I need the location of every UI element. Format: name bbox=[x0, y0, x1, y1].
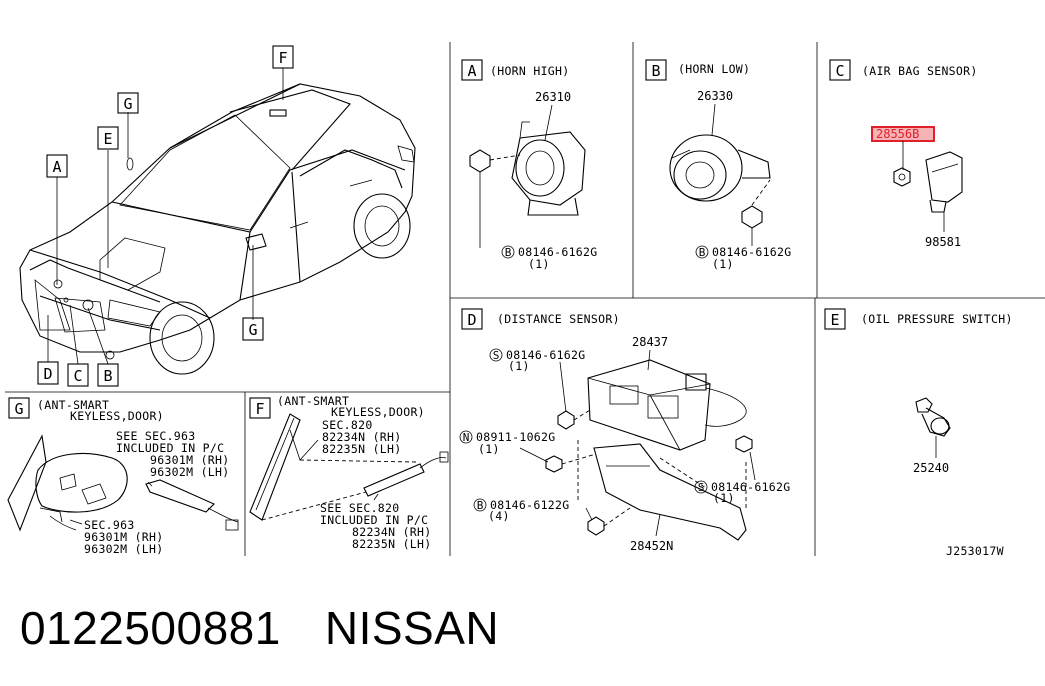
bolt-S-right: 08146-6162G bbox=[711, 480, 790, 494]
callout-G-top: G bbox=[123, 95, 132, 113]
pillar-trim-icon bbox=[249, 413, 319, 521]
part-26310: 26310 bbox=[535, 90, 571, 104]
panel-G-sec-1: SEC.963 bbox=[84, 518, 135, 532]
part-26330: 26330 bbox=[697, 89, 733, 103]
svg-text:S: S bbox=[493, 349, 500, 362]
footer-brand: NISSAN bbox=[324, 602, 500, 654]
bolt-B-lower: 08146-6122G bbox=[490, 498, 569, 512]
bolt-icon bbox=[587, 507, 631, 536]
nut-icon bbox=[893, 167, 911, 187]
part-98581: 98581 bbox=[925, 235, 961, 249]
panel-G-sec-3: 96302M (LH) bbox=[84, 542, 163, 556]
callout-boxes: F G E A D C B G bbox=[37, 45, 294, 387]
bolt-A-qty: (1) bbox=[528, 257, 550, 271]
oil-pressure-switch-icon bbox=[915, 397, 951, 437]
panel-C-title: (AIR BAG SENSOR) bbox=[862, 64, 978, 78]
panel-G-see-3: 96301M (RH) bbox=[150, 453, 229, 467]
panel-F-ant-smart-pillar: F (ANT-SMART KEYLESS,DOOR) SEC.820 82234… bbox=[249, 394, 449, 551]
vehicle-overview bbox=[19, 83, 416, 375]
panel-letter-F: F bbox=[255, 400, 264, 418]
listing-footer: 0122500881 NISSAN bbox=[20, 598, 499, 658]
panel-grid bbox=[5, 42, 1045, 556]
callout-B: B bbox=[103, 367, 112, 385]
panel-E-oil-pressure-switch: E (OIL PRESSURE SWITCH) 25240 bbox=[824, 308, 1013, 475]
panel-E-title: (OIL PRESSURE SWITCH) bbox=[861, 312, 1013, 326]
nut-icon bbox=[545, 453, 597, 473]
panel-G-see-4: 96302M (LH) bbox=[150, 465, 229, 479]
svg-text:N: N bbox=[463, 431, 470, 444]
panel-B-title: (HORN LOW) bbox=[678, 62, 750, 76]
panel-F-sec-1: SEC.820 bbox=[322, 418, 373, 432]
bolt-B-number: 08146-6162G bbox=[712, 245, 791, 259]
panel-G-see-1: SEE SEC.963 bbox=[116, 429, 195, 443]
panel-B-horn-low: B (HORN LOW) 26330 B 08146-6162G (1) bbox=[645, 59, 791, 271]
panel-letter-C: C bbox=[835, 62, 844, 80]
svg-text:B: B bbox=[699, 246, 706, 259]
panel-letter-D: D bbox=[467, 311, 476, 329]
panel-F-title-2: KEYLESS,DOOR) bbox=[331, 405, 425, 419]
panel-A-title: (HORN HIGH) bbox=[490, 64, 569, 78]
antenna-harness-icon bbox=[145, 479, 239, 531]
panel-letter-B: B bbox=[651, 62, 660, 80]
panel-F-see-1: SEE SEC.820 bbox=[320, 501, 399, 515]
callout-A: A bbox=[52, 158, 61, 176]
panel-A-horn-high: A (HORN HIGH) 26310 B 08146-6162G (1) bbox=[461, 59, 597, 271]
callout-D: D bbox=[43, 365, 52, 383]
panel-F-sec-3: 82235N (LH) bbox=[322, 442, 401, 456]
bolt-S-right-qty: (1) bbox=[713, 491, 735, 505]
panel-letter-E: E bbox=[830, 311, 839, 329]
part-25240: 25240 bbox=[913, 461, 949, 475]
callout-leaders bbox=[47, 68, 284, 365]
part-28556B-highlighted: 28556B bbox=[876, 127, 919, 141]
panel-G-ant-smart-mirror: G (ANT-SMART KEYLESS,DOOR) SEE SEC.963 I… bbox=[7, 397, 239, 556]
panel-F-title-1: (ANT-SMART bbox=[277, 394, 349, 408]
bolt-icon bbox=[557, 409, 591, 430]
svg-text:B: B bbox=[505, 246, 512, 259]
distance-sensor-unit-icon bbox=[587, 359, 747, 451]
panel-F-see-2: INCLUDED IN P/C bbox=[320, 513, 428, 527]
panel-F-see-3: 82234N (RH) bbox=[352, 525, 431, 539]
panel-F-see-4: 82235N (LH) bbox=[352, 537, 431, 551]
bolt-icon bbox=[741, 179, 771, 246]
airbag-sensor-icon bbox=[925, 151, 963, 213]
bolt-A-number: 08146-6162G bbox=[518, 245, 597, 259]
callout-E: E bbox=[103, 130, 112, 148]
bolt-B-qty: (1) bbox=[712, 257, 734, 271]
panel-G-title-2: KEYLESS,DOOR) bbox=[70, 409, 164, 423]
part-28437: 28437 bbox=[632, 335, 668, 349]
panel-C-airbag-sensor: C (AIR BAG SENSOR) 28556B 98581 bbox=[829, 59, 978, 249]
bracket-28452N-icon bbox=[577, 440, 747, 541]
nut-N-number: 08911-1062G bbox=[476, 430, 555, 444]
bolt-S-top: 08146-6162G bbox=[506, 348, 585, 362]
horn-high-icon bbox=[511, 121, 586, 216]
door-mirror-icon bbox=[7, 434, 128, 532]
panel-G-see-2: INCLUDED IN P/C bbox=[116, 441, 224, 455]
bolt-B-lower-qty: (4) bbox=[488, 509, 510, 523]
svg-text:B: B bbox=[477, 499, 484, 512]
panel-G-sec-2: 96301M (RH) bbox=[84, 530, 163, 544]
part-28452N: 28452N bbox=[630, 539, 673, 553]
nut-N-qty: (1) bbox=[478, 442, 500, 456]
diagram-id: J253017W bbox=[946, 544, 1004, 558]
bolt-S-top-qty: (1) bbox=[508, 359, 530, 373]
bolt-icon bbox=[469, 149, 521, 248]
panel-D-title: (DISTANCE SENSOR) bbox=[497, 312, 620, 326]
bolt-icon bbox=[735, 435, 753, 453]
panel-F-sec-2: 82234N (RH) bbox=[322, 430, 401, 444]
panel-D-distance-sensor: D (DISTANCE SENSOR) 28437 S 08146-6162G … bbox=[459, 308, 790, 553]
parts-diagram: F G E A D C B G A (HORN HIGH) 26310 bbox=[5, 42, 1045, 558]
svg-text:S: S bbox=[698, 481, 705, 494]
panel-letter-A: A bbox=[467, 62, 476, 80]
panel-G-title-1: (ANT-SMART bbox=[37, 398, 109, 412]
callout-F: F bbox=[278, 49, 287, 67]
horn-low-icon bbox=[669, 134, 771, 202]
antenna-unit-icon bbox=[261, 451, 449, 521]
callout-G-bottom: G bbox=[248, 321, 257, 339]
footer-part-number: 0122500881 bbox=[20, 602, 281, 654]
panel-letter-G: G bbox=[14, 400, 23, 418]
callout-C: C bbox=[73, 367, 82, 385]
